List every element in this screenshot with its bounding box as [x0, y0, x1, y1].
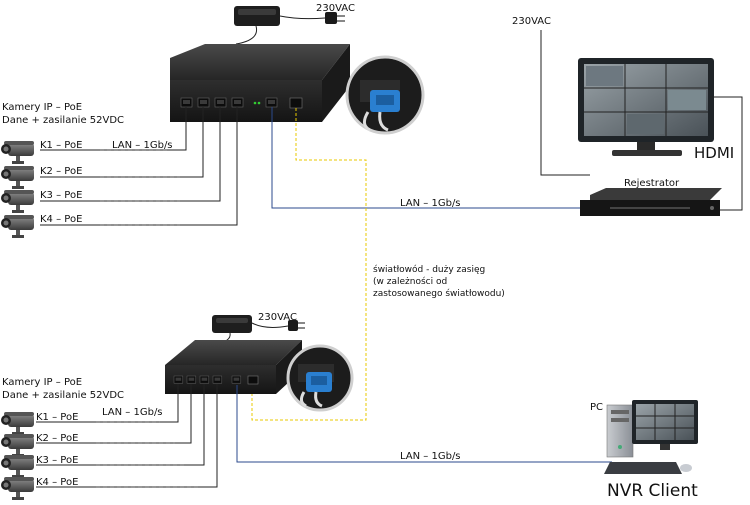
- camera-top-2: [1, 166, 34, 189]
- nvr-power-label: 230VAC: [512, 16, 551, 27]
- camera-bottom-2: [1, 434, 34, 457]
- camera-bottom-4: [1, 477, 34, 500]
- camera-top-1: [1, 141, 34, 164]
- power-adapter-bottom: [211, 315, 305, 346]
- camera-label-bottom-4: K4 – PoE: [36, 477, 78, 488]
- lan-nvr-label: LAN – 1Gb/s: [400, 198, 461, 209]
- fiber-label-2: (w zależności od: [373, 276, 447, 287]
- power-adapter-top: [234, 6, 345, 45]
- power-label-top: 230VAC: [316, 3, 355, 14]
- cameras-title-top-1: Kamery IP – PoE: [2, 102, 82, 113]
- poe-switch-bottom: [165, 340, 302, 394]
- power-label-bottom: 230VAC: [258, 312, 297, 323]
- cameras-title-bottom-2: Dane + zasilanie 52VDC: [2, 390, 124, 401]
- camera-label-bottom-2: K2 – PoE: [36, 433, 78, 444]
- poe-switch-top: [170, 44, 350, 122]
- sfp-zoom-top: [345, 55, 425, 135]
- recorder-nvr: [580, 188, 722, 216]
- nvr-client-label: NVR Client: [607, 481, 698, 501]
- pc-workstation: [604, 400, 698, 474]
- monitor-nvr: [578, 58, 714, 156]
- camera-label-bottom-3: K3 – PoE: [36, 455, 78, 466]
- lan-cam-label-top: LAN – 1Gb/s: [112, 140, 173, 151]
- fiber-label-3: zastosowanego światłowodu): [373, 288, 505, 299]
- camera-bottom-1: [1, 412, 34, 435]
- fiber-label-1: światłowód - duży zasięg: [373, 264, 485, 275]
- camera-label-top-2: K2 – PoE: [40, 166, 82, 177]
- lan-pc-label: LAN – 1Gb/s: [400, 451, 461, 462]
- camera-top-4: [1, 215, 34, 238]
- sfp-zoom-bottom: [286, 344, 354, 412]
- camera-label-top-4: K4 – PoE: [40, 214, 82, 225]
- camera-label-top-1: K1 – PoE: [40, 140, 82, 151]
- pc-label: PC: [590, 402, 603, 413]
- recorder-label: Rejestrator: [624, 178, 680, 189]
- lan-cam-label-bottom: LAN – 1Gb/s: [102, 407, 163, 418]
- camera-label-top-3: K3 – PoE: [40, 190, 82, 201]
- camera-label-bottom-1: K1 – PoE: [36, 412, 78, 423]
- camera-bottom-3: [1, 455, 34, 478]
- camera-top-3: [1, 190, 34, 213]
- cameras-title-bottom-1: Kamery IP – PoE: [2, 377, 82, 388]
- hdmi-label: HDMI: [694, 144, 734, 162]
- cameras-title-top-2: Dane + zasilanie 52VDC: [2, 115, 124, 126]
